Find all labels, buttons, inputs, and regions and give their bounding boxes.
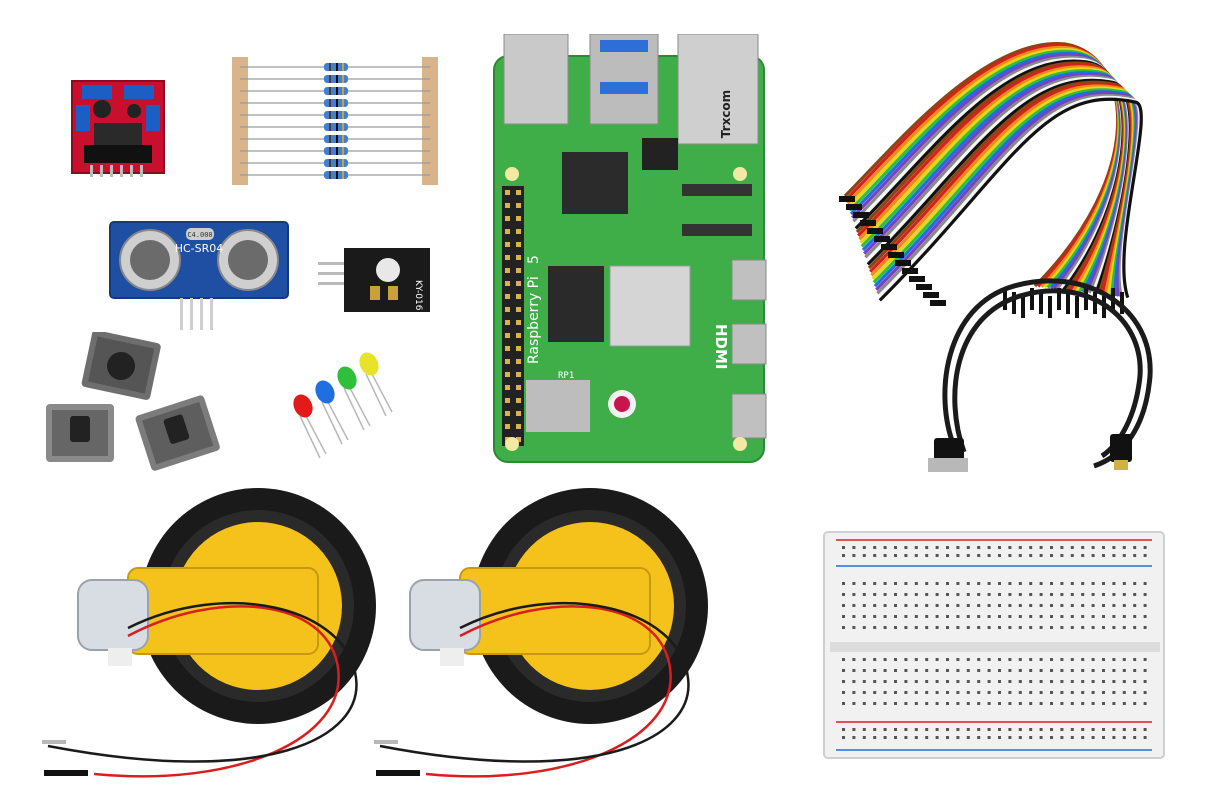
raspberry-pi-board-icon: Trxcom Raspberry Pi 5 HDMI RP1 [492, 34, 772, 466]
rgb-module-label: KY-016 [413, 280, 423, 311]
crystal-label: C4.000 [187, 231, 212, 239]
gear-motor [374, 488, 708, 778]
ethernet-brand-label: Trxcom [719, 90, 733, 138]
pi-model-number: 5 [526, 255, 542, 264]
gear-motor-wheel-icon [38, 488, 758, 804]
led-icon [284, 350, 394, 460]
jumper-wire-ribbon-icon [835, 26, 1185, 326]
breadboard-icon [822, 530, 1172, 762]
resistor-strip-icon [230, 55, 442, 187]
ultrasonic-sensor-icon: C4.000 HC-SR04 [108, 220, 290, 332]
jumper-wire [878, 97, 1143, 302]
rgb-led-module-icon: KY-016 [318, 244, 434, 316]
tactile-button-icon [44, 332, 224, 474]
hdmi-port-label: HDMI [712, 324, 730, 370]
micro-hdmi-cable-icon [924, 266, 1164, 482]
chip-label: RP1 [558, 371, 574, 381]
pi-model-label: Raspberry Pi [526, 276, 542, 364]
motor-driver-board-icon [70, 79, 166, 179]
sensor-label: HC-SR04 [175, 242, 224, 255]
gear-motor [42, 488, 376, 778]
